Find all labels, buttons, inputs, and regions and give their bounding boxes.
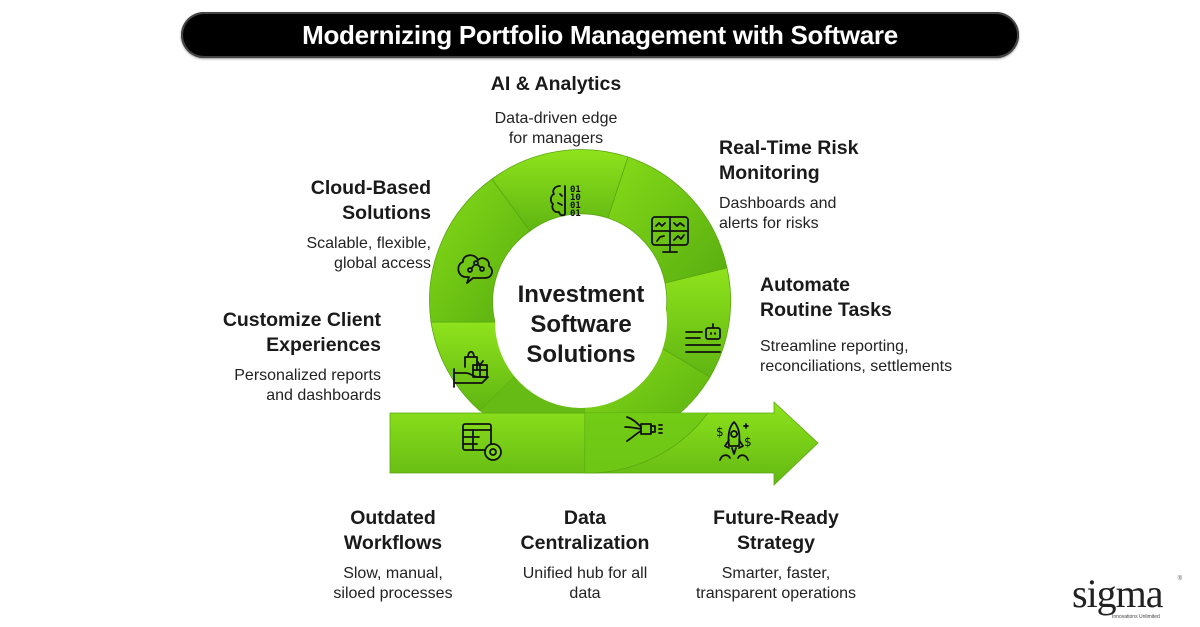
step-data-centralization: Data Centralization Unified hub for all … (495, 506, 675, 604)
center-line-2: Software (530, 311, 632, 338)
step-heading: Routine Tasks (760, 299, 892, 321)
sigma-logo: sigma Innovations Unlimited ® (1072, 574, 1182, 622)
step-description: Smarter, faster, transparent operations (671, 564, 881, 604)
cables-plug-icon (624, 416, 663, 442)
desc-line: siloed processes (333, 585, 453, 602)
desc-line: Smarter, faster, (721, 565, 831, 582)
svg-text:$: $ (744, 435, 752, 449)
step-description: Unified hub for all data (495, 564, 675, 604)
step-heading: Real-Time Risk (719, 137, 859, 159)
step-description: Dashboards and alerts for risks (719, 194, 919, 234)
cloud-network-icon (457, 254, 493, 284)
step-heading: Experiences (266, 334, 381, 356)
step-outdated-workflows: Outdated Workflows Slow, manual, siloed … (303, 506, 483, 604)
step-customize-client: Customize Client Experiences Personalize… (190, 308, 381, 406)
step-heading: Customize Client (222, 309, 381, 331)
desc-line: and dashboards (266, 387, 381, 404)
step-heading: AI & Analytics (490, 73, 622, 95)
step-automate-tasks: Automate Routine Tasks Streamline report… (760, 273, 1000, 377)
desc-line: Data-driven edge (494, 110, 618, 127)
table-gear-icon (462, 423, 502, 461)
center-circle (495, 236, 667, 408)
desc-line: alerts for risks (719, 215, 819, 232)
step-heading: Workflows (343, 532, 443, 554)
desc-line: global access (334, 255, 431, 272)
logo-wordmark: sigma (1072, 571, 1164, 616)
svg-text:01: 01 (570, 209, 581, 219)
desc-line: Scalable, flexible, (306, 235, 431, 252)
center-line-3: Solutions (526, 341, 636, 368)
step-risk-monitoring: Real-Time Risk Monitoring Dashboards and… (719, 136, 919, 234)
desc-line: transparent operations (695, 585, 857, 602)
step-description: Scalable, flexible, global access (240, 234, 431, 274)
step-description: Slow, manual, siloed processes (303, 564, 483, 604)
ring-segment-cloud (429, 178, 531, 323)
step-heading: Centralization (520, 532, 650, 554)
arrow (389, 401, 819, 486)
registered-mark: ® (1177, 576, 1182, 582)
center-line-1: Investment (517, 281, 645, 308)
step-description: Streamline reporting, reconciliations, s… (760, 337, 1000, 377)
step-heading: Strategy (736, 532, 816, 554)
step-future-ready: Future-Ready Strategy Smarter, faster, t… (671, 506, 881, 604)
arrow-ring-overlap (585, 413, 708, 474)
step-cloud-based: Cloud-Based Solutions Scalable, flexible… (240, 176, 431, 274)
logo-tagline: Innovations Unlimited (1112, 614, 1160, 620)
desc-line: Streamline reporting, (760, 338, 909, 355)
title-banner: Modernizing Portfolio Management with So… (181, 12, 1019, 58)
monitor-charts-icon (651, 216, 689, 253)
step-heading: Outdated (350, 507, 436, 529)
step-ai-analytics: AI & Analytics Data-driven edge for mana… (466, 72, 646, 149)
svg-text:01: 01 (570, 201, 581, 211)
desc-line: for managers (508, 130, 604, 147)
page-title: Modernizing Portfolio Management with So… (302, 19, 898, 50)
desc-line: Slow, manual, (343, 565, 443, 582)
step-heading: Automate (760, 274, 850, 296)
desc-line: reconciliations, settlements (760, 358, 953, 375)
desc-line: Dashboards and (719, 195, 837, 212)
brain-binary-icon: 01 10 01 01 (549, 185, 581, 219)
step-heading: Cloud-Based (310, 177, 431, 199)
step-heading: Solutions (342, 202, 431, 224)
svg-text:01: 01 (570, 185, 581, 195)
hand-gift-bag-icon (453, 350, 489, 388)
desc-line: data (569, 585, 601, 602)
rocket-dollar-icon: $ $ (716, 421, 752, 461)
robot-lines-icon (685, 323, 721, 353)
step-description: Personalized reports and dashboards (190, 366, 381, 406)
step-heading: Future-Ready (713, 507, 839, 529)
step-heading: Data (563, 507, 607, 529)
svg-text:$: $ (716, 425, 724, 439)
desc-line: Personalized reports (234, 367, 381, 384)
step-heading: Monitoring (719, 162, 820, 184)
step-description: Data-driven edge for managers (466, 109, 646, 149)
center-label: Investment Software Solutions (496, 280, 666, 370)
desc-line: Unified hub for all (522, 565, 648, 582)
svg-text:10: 10 (570, 193, 581, 203)
